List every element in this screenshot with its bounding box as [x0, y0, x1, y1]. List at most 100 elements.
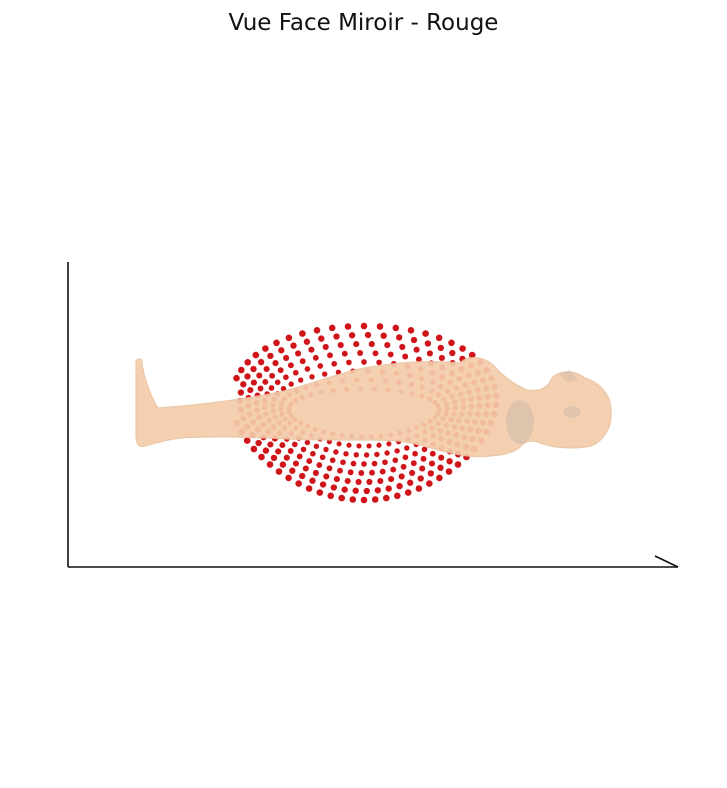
- cloud-point: [303, 338, 311, 345]
- cloud-point: [374, 487, 381, 494]
- nose-shadow: [560, 370, 578, 382]
- cloud-point: [371, 460, 378, 467]
- cloud-point: [361, 461, 367, 467]
- cloud-point: [385, 485, 392, 492]
- cloud-point: [384, 342, 391, 349]
- cloud-point: [412, 450, 418, 457]
- cloud-point: [341, 486, 348, 493]
- cloud-point: [313, 443, 320, 449]
- cloud-point: [317, 363, 324, 369]
- cloud-point: [291, 441, 298, 448]
- cloud-point: [392, 457, 399, 464]
- cloud-point: [295, 480, 303, 487]
- cloud-point: [277, 367, 284, 374]
- cloud-point: [383, 494, 390, 502]
- cloud-point: [404, 489, 412, 496]
- cloud-point: [356, 443, 362, 449]
- cloud-point: [250, 445, 258, 453]
- cloud-point: [323, 473, 330, 480]
- cloud-point: [256, 372, 263, 379]
- cloud-point: [366, 443, 372, 449]
- cloud-point: [333, 476, 340, 483]
- cloud-point: [308, 346, 315, 353]
- cloud-point: [333, 333, 340, 340]
- cloud-point: [438, 354, 445, 361]
- cloud-point: [427, 470, 434, 477]
- cloud-point: [306, 458, 313, 465]
- cloud-point: [437, 464, 444, 471]
- cloud-point: [402, 353, 409, 360]
- cloud-point: [283, 374, 289, 381]
- cloud-point: [287, 362, 294, 369]
- cloud-point: [352, 487, 359, 494]
- cloud-point: [266, 461, 274, 468]
- cloud-point: [355, 478, 362, 485]
- cloud-point: [244, 359, 251, 366]
- cloud-point: [344, 323, 352, 330]
- y-axis-line: [654, 555, 679, 568]
- cloud-point: [361, 359, 367, 365]
- cloud-point: [407, 479, 414, 486]
- cloud-point: [415, 356, 422, 363]
- cloud-point: [274, 379, 281, 386]
- cloud-point: [382, 459, 388, 466]
- cloud-point: [366, 478, 373, 485]
- cloud-point: [327, 352, 333, 359]
- cloud-point: [394, 492, 401, 500]
- cloud-point: [424, 340, 432, 347]
- cloud-point: [353, 452, 359, 458]
- cloud-point: [262, 345, 269, 352]
- cloud-point: [285, 474, 292, 482]
- cloud-point: [312, 354, 319, 361]
- cloud-point: [272, 360, 279, 367]
- cloud-point: [295, 350, 302, 357]
- cloud-point: [292, 369, 299, 376]
- body-silhouette: [135, 357, 612, 458]
- cloud-point: [328, 324, 336, 332]
- cloud-point: [372, 350, 379, 357]
- cloud-point: [376, 323, 384, 330]
- cloud-point: [338, 494, 346, 502]
- cloud-point: [243, 437, 251, 444]
- cloud-point: [363, 452, 370, 458]
- cloud-point: [376, 359, 382, 366]
- cloud-point: [415, 485, 423, 492]
- cloud-point: [435, 334, 443, 342]
- cloud-point: [257, 385, 264, 392]
- cloud-point: [437, 344, 444, 352]
- cloud-point: [280, 386, 287, 392]
- cloud-point: [371, 496, 379, 503]
- cloud-point: [468, 351, 476, 359]
- cloud-point: [446, 458, 453, 465]
- cloud-point: [269, 372, 276, 379]
- cloud-point: [398, 473, 405, 480]
- cloud-point: [318, 335, 325, 342]
- cloud-point: [348, 332, 356, 339]
- cloud-point: [428, 460, 436, 467]
- cloud-point: [421, 446, 428, 453]
- cloud-point: [364, 331, 372, 339]
- cloud-point: [409, 469, 416, 476]
- cloud-point: [279, 461, 287, 468]
- cloud-point: [422, 330, 429, 337]
- cloud-point: [262, 447, 270, 454]
- cloud-point: [449, 349, 456, 357]
- cloud-point: [279, 442, 286, 449]
- cloud-point: [336, 441, 342, 447]
- cloud-point: [386, 441, 392, 447]
- cloud-point: [404, 445, 410, 451]
- cloud-point: [417, 475, 424, 482]
- figure-title: Vue Face Miroir - Rouge: [228, 10, 499, 36]
- cloud-point: [429, 450, 436, 457]
- cloud-point: [302, 465, 309, 472]
- cloud-point: [267, 352, 274, 360]
- cloud-point: [394, 448, 400, 454]
- cloud-point: [343, 451, 349, 457]
- cloud-point: [360, 496, 368, 504]
- cloud-point: [255, 439, 262, 447]
- cloud-point: [288, 381, 294, 387]
- cloud-point: [313, 327, 321, 334]
- cloud-point: [399, 343, 406, 350]
- cloud-point: [426, 350, 433, 357]
